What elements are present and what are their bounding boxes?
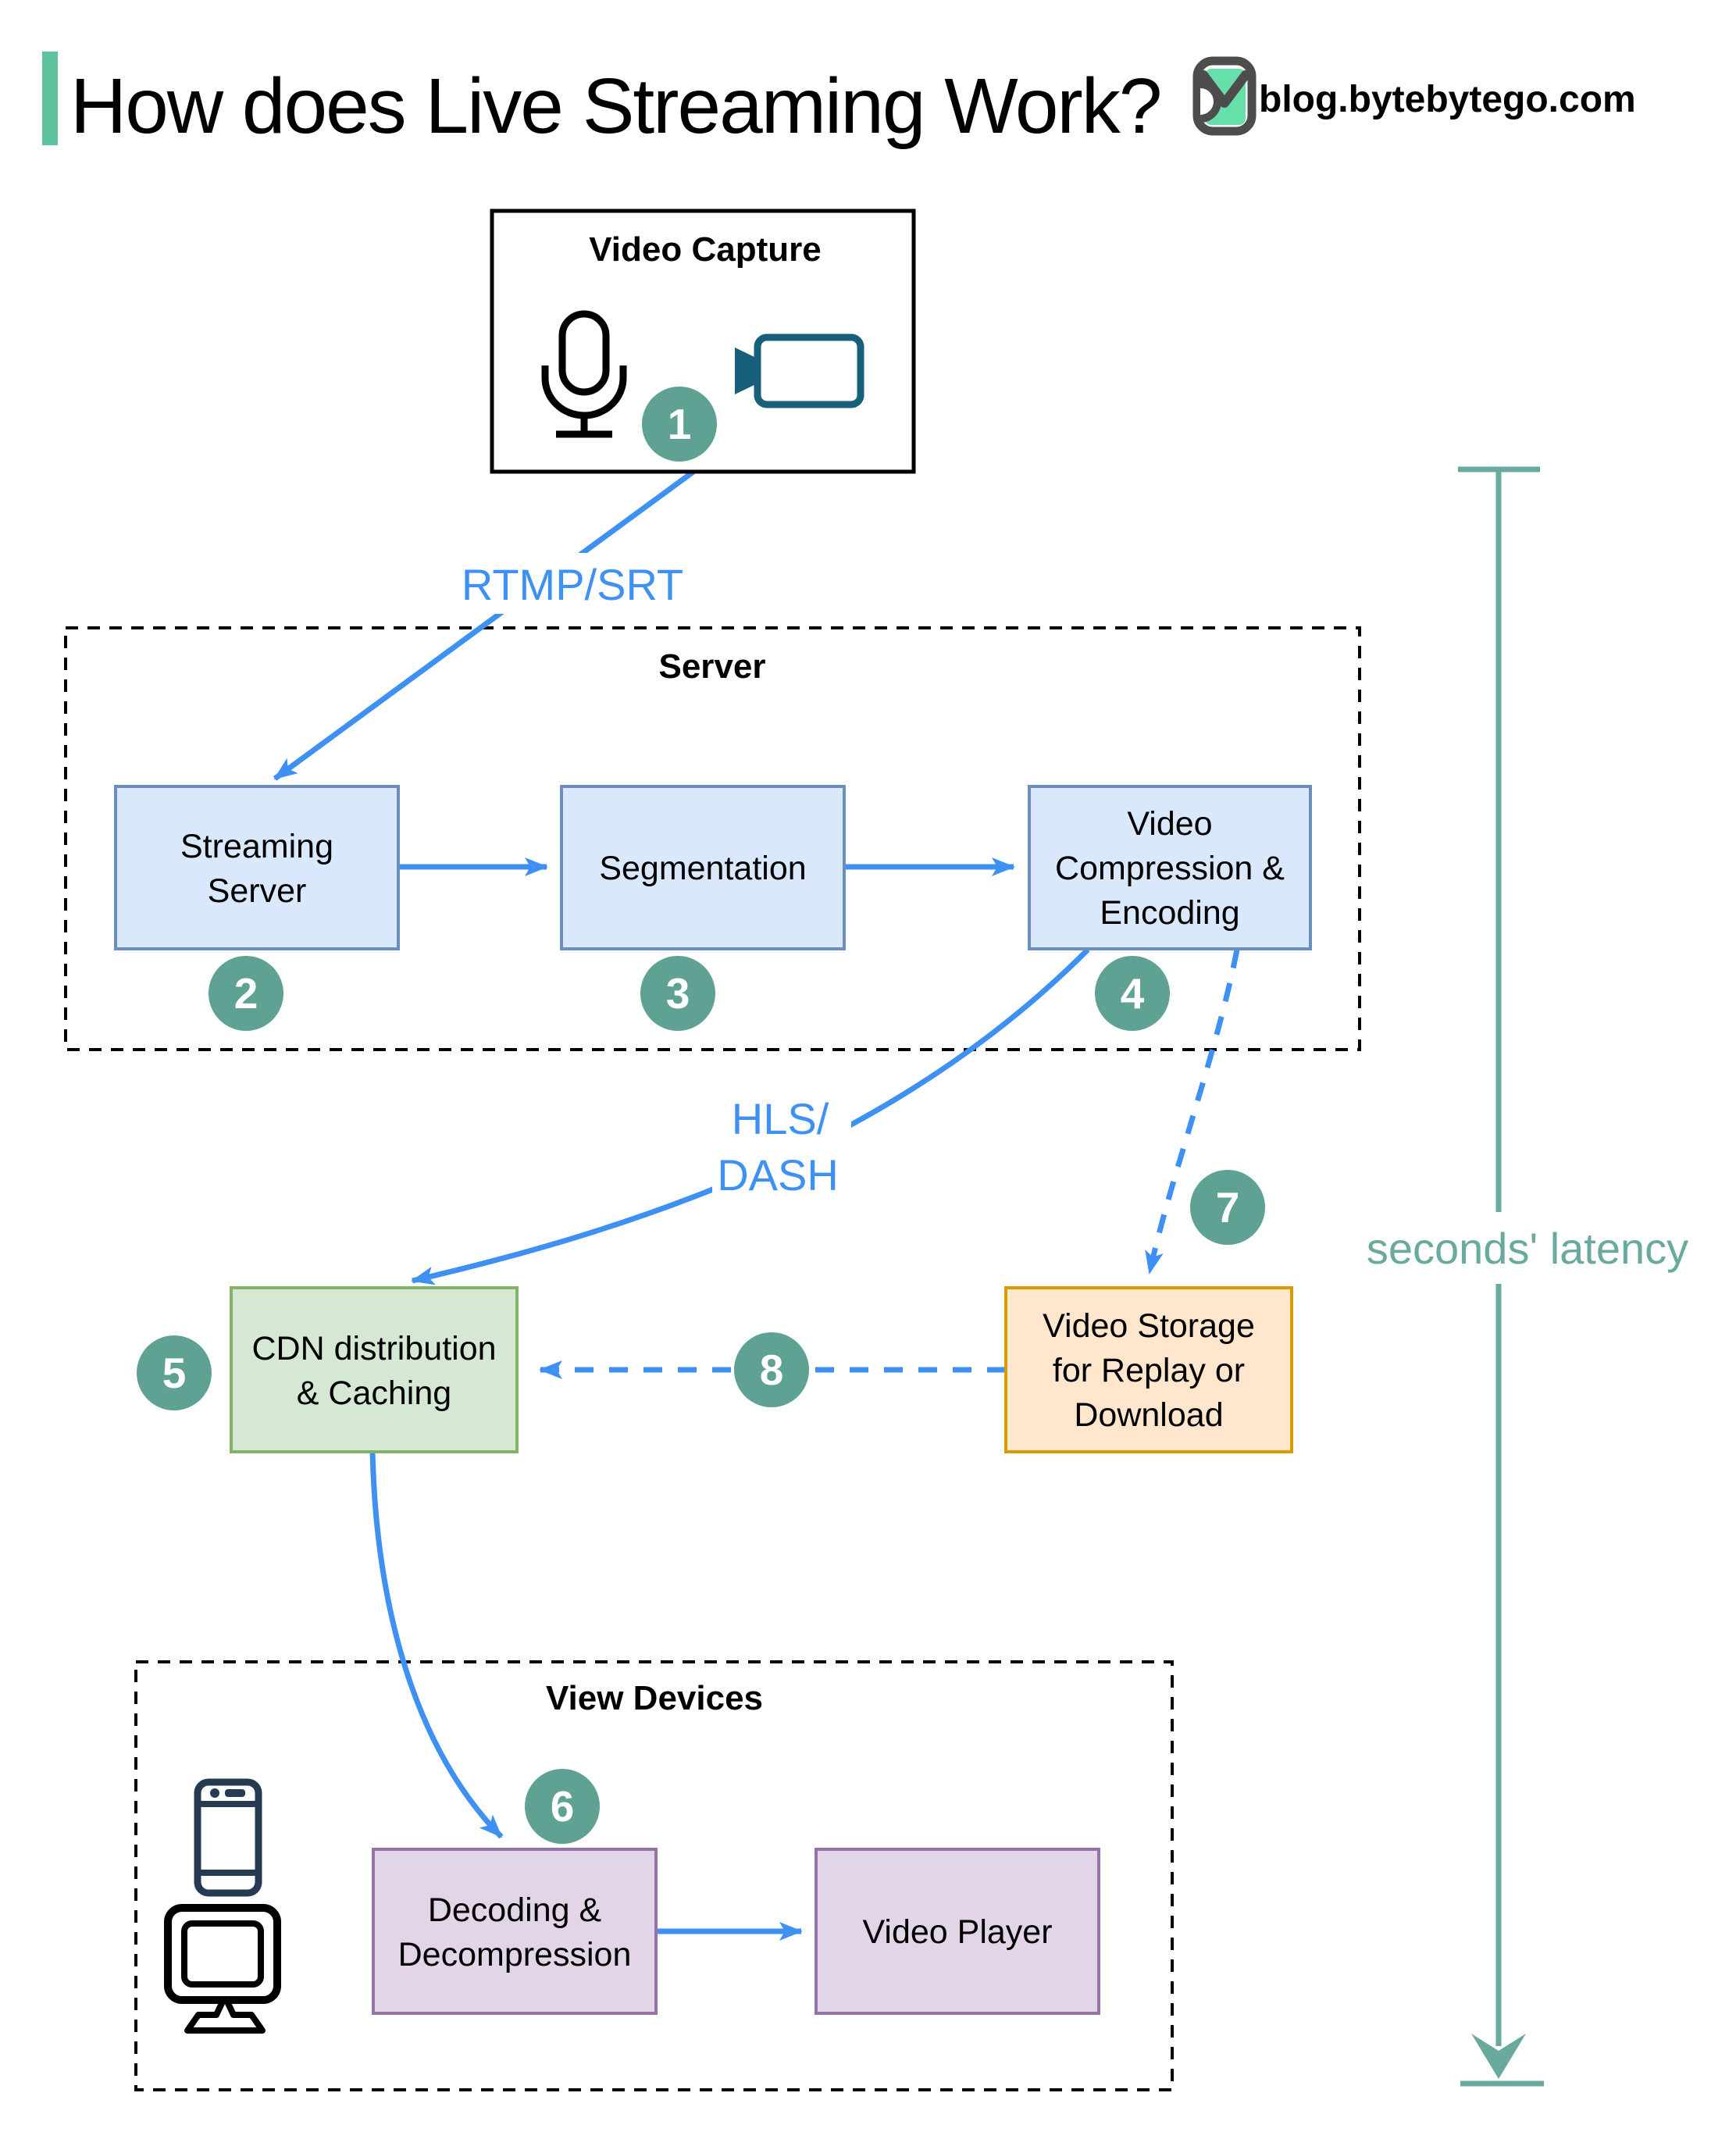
step-circle-2 [209, 956, 283, 1031]
step-circle-8 [734, 1332, 809, 1407]
view-devices-group-label: View Devices [546, 1679, 763, 1717]
view-devices-group: View Devices [134, 1660, 1174, 2091]
decoding-line1: Decoding & [428, 1891, 602, 1929]
latency-ruler: seconds' latency [1360, 466, 1695, 2087]
step-circle-3 [640, 956, 715, 1031]
mic-holder [541, 365, 627, 419]
node-cdn: CDN distribution & Caching 5 [137, 1286, 519, 1453]
step-circle-5 [137, 1335, 212, 1410]
node-decoding: Decoding & Decompression 6 [372, 1769, 658, 2015]
video-capture-label: Video Capture [589, 230, 821, 269]
camera-body [754, 333, 864, 408]
step-number-6: 6 [551, 1782, 575, 1831]
node-video-compression: Video Compression & Encoding 4 [1028, 785, 1312, 1031]
step-number-2: 2 [234, 969, 258, 1018]
video-storage-line2: for Replay or [1053, 1352, 1245, 1389]
node-streaming-server: Streaming Server 2 [114, 785, 400, 1031]
rtmp-label: RTMP/SRT [462, 560, 683, 609]
edge-compression-to-storage [1145, 949, 1240, 1275]
step-number-4: 4 [1121, 969, 1145, 1018]
step-number-3: 3 [666, 969, 690, 1018]
segmentation-box [560, 785, 846, 950]
step-number-7: 7 [1216, 1183, 1240, 1232]
smartphone-icon [194, 1778, 262, 1897]
step-number-8: 8 [760, 1346, 784, 1394]
node-video-player: Video Player [815, 1848, 1100, 2015]
hls-label-bg [712, 1089, 851, 1207]
streaming-server-line2: Server [208, 872, 307, 910]
step-number-1: 1 [668, 400, 692, 448]
video-camera-icon [735, 333, 864, 408]
edge-step-circles: 7 8 [734, 1170, 1265, 1407]
decoding-box [372, 1848, 658, 2015]
step-circle-1 [642, 387, 717, 462]
server-group-label: Server [658, 647, 765, 686]
title-accent-bar [42, 52, 58, 145]
hls-label-line2: DASH [717, 1150, 839, 1200]
node-video-capture: Video Capture 1 [490, 209, 916, 474]
cdn-box [230, 1286, 519, 1453]
video-storage-line3: Download [1074, 1396, 1223, 1434]
node-segmentation: Segmentation 3 [560, 785, 846, 1031]
streaming-server-box [114, 785, 400, 950]
latency-label-bg [1360, 1212, 1695, 1284]
phone-speaker-bar [225, 1789, 245, 1797]
monitor-stand [184, 1997, 266, 2034]
edge-capture-to-streaming [273, 469, 696, 781]
edge-cdn-to-decoding [369, 1451, 504, 1839]
decoding-line2: Decompression [398, 1936, 632, 1973]
video-compression-line2: Compression & [1055, 850, 1285, 887]
bytebytego-logo [1192, 56, 1257, 136]
hls-label-line1: HLS/ [732, 1094, 829, 1143]
phone-camera-dot [210, 1788, 219, 1798]
view-devices-group-border [134, 1660, 1174, 2091]
video-player-box [815, 1848, 1100, 2015]
microphone-icon [541, 310, 627, 438]
streaming-server-line1: Streaming [180, 828, 333, 865]
node-video-storage: Video Storage for Replay or Download [1004, 1286, 1293, 1453]
edge-labels: RTMP/SRT HLS/ DASH [457, 553, 851, 1207]
rtmp-label-bg [457, 553, 688, 614]
cdn-line2: & Caching [297, 1374, 451, 1412]
page-title: How does Live Streaming Work? [70, 62, 1160, 150]
video-player-label: Video Player [862, 1913, 1052, 1951]
latency-arrowhead-icon [1471, 2034, 1526, 2079]
latency-label: seconds' latency [1367, 1224, 1688, 1273]
site-url: blog.bytebytego.com [1259, 79, 1636, 120]
video-compression-line3: Encoding [1100, 894, 1239, 932]
video-compression-line1: Video [1127, 805, 1212, 843]
server-group-border [64, 626, 1361, 1051]
video-storage-box [1004, 1286, 1293, 1453]
phone-outline [194, 1778, 262, 1897]
step-circle-7 [1190, 1170, 1265, 1245]
step-circle-4 [1095, 956, 1170, 1031]
server-group: Server [64, 626, 1361, 1051]
logo-notch [1200, 80, 1221, 123]
video-compression-box [1028, 785, 1312, 950]
video-storage-line1: Video Storage [1043, 1307, 1255, 1345]
header: How does Live Streaming Work? blog.byteb… [42, 52, 1636, 150]
mic-capsule [558, 310, 610, 396]
monitor-screen [181, 1920, 264, 1988]
segmentation-line1: Segmentation [599, 850, 806, 887]
monitor-icon [164, 1904, 281, 2034]
step-circle-6 [525, 1769, 600, 1844]
cdn-line1: CDN distribution [251, 1330, 496, 1367]
step-number-5: 5 [162, 1349, 187, 1397]
camera-lens [735, 348, 757, 394]
